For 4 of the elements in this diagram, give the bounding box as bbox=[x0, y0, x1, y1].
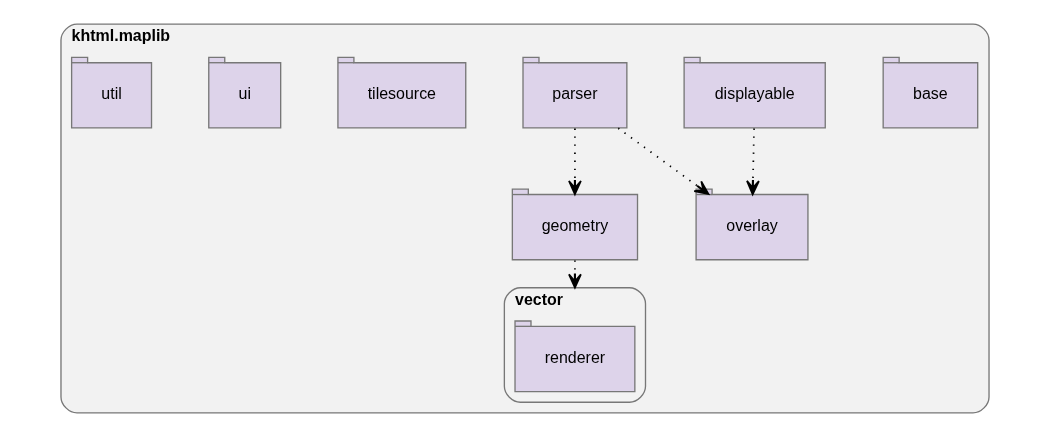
arrow bbox=[567, 127, 582, 196]
arrow bbox=[745, 127, 760, 196]
arrow bbox=[567, 259, 582, 289]
arrow bbox=[616, 127, 709, 195]
